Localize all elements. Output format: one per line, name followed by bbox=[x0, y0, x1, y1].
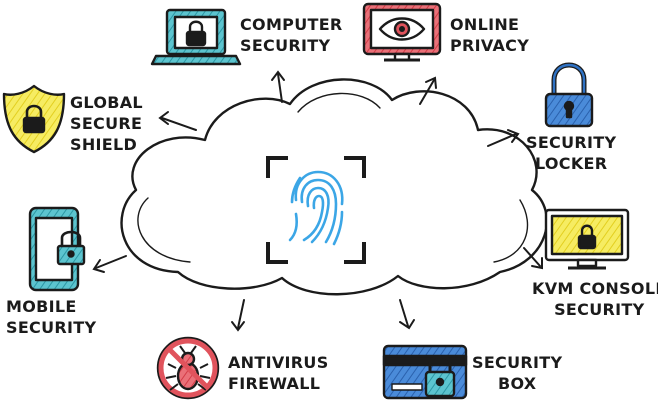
fingerprint-icon bbox=[288, 170, 344, 246]
label-line: GLOBAL bbox=[70, 93, 143, 112]
label-mobile-security: MOBILE SECURITY bbox=[6, 296, 96, 338]
padlock-icon bbox=[544, 62, 594, 128]
connector-arrows bbox=[92, 70, 543, 332]
monitor-lock-icon bbox=[544, 208, 630, 270]
label-line: SECURITY bbox=[554, 300, 645, 319]
shield-lock-icon bbox=[2, 84, 66, 154]
label-line: SECURITY bbox=[472, 353, 563, 372]
label-line: SECURE bbox=[70, 114, 143, 133]
label-antivirus-firewall: ANTIVIRUS FIREWALL bbox=[228, 352, 329, 394]
label-online-privacy: ONLINE PRIVACY bbox=[450, 14, 529, 56]
card-lock-icon bbox=[382, 344, 468, 400]
label-line: SHIELD bbox=[70, 135, 138, 154]
label-line: COMPUTER bbox=[240, 15, 343, 34]
laptop-lock-icon bbox=[150, 8, 242, 66]
label-line: SECURITY bbox=[6, 318, 97, 337]
phone-lock-icon bbox=[28, 206, 86, 292]
monitor-eye-icon bbox=[362, 2, 442, 62]
cloud bbox=[120, 78, 549, 296]
label-computer-security: COMPUTER SECURITY bbox=[240, 14, 343, 56]
no-bug-icon bbox=[156, 336, 220, 400]
label-line: PRIVACY bbox=[450, 36, 530, 55]
label-line: KVM CONSOLE bbox=[532, 279, 658, 298]
label-line: LOCKER bbox=[534, 154, 608, 173]
fingerprint-frame bbox=[266, 156, 366, 264]
label-kvm-console-security: KVM CONSOLE SECURITY bbox=[532, 278, 658, 320]
label-line: FIREWALL bbox=[228, 374, 321, 393]
label-line: BOX bbox=[497, 374, 537, 393]
label-security-box: SECURITY BOX bbox=[472, 352, 562, 394]
label-security-locker: SECURITY LOCKER bbox=[526, 132, 616, 174]
label-global-secure-shield: GLOBAL SECURE SHIELD bbox=[70, 92, 143, 155]
label-line: ONLINE bbox=[450, 15, 520, 34]
label-line: ANTIVIRUS bbox=[228, 353, 329, 372]
label-line: SECURITY bbox=[526, 133, 617, 152]
label-line: MOBILE bbox=[6, 297, 77, 316]
label-line: SECURITY bbox=[240, 36, 331, 55]
